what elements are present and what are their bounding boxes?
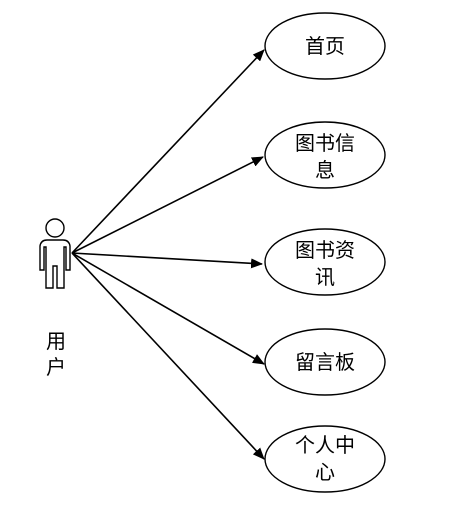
- actor-user-icon: [39, 218, 71, 289]
- use-case-home-label: 首页: [305, 34, 345, 58]
- association-arrow-message-board: [71, 252, 265, 365]
- use-case-personal-center-label-line1: 个人中: [295, 433, 355, 457]
- use-case-book-news-label-line2: 讯: [315, 265, 335, 289]
- use-case-personal-center: 个人中 心: [264, 425, 386, 493]
- use-case-book-news-label-line1: 图书资: [295, 238, 355, 262]
- association-arrow-home: [71, 49, 265, 254]
- actor-label-line1: 用: [46, 329, 66, 353]
- use-case-book-info: 图书信 息: [264, 121, 386, 189]
- actor-label-line2: 户: [46, 355, 66, 379]
- use-case-home: 首页: [264, 12, 386, 80]
- use-case-personal-center-label-line2: 心: [315, 460, 335, 484]
- association-arrow-book-news: [71, 252, 263, 269]
- use-case-message-board-label: 留言板: [295, 350, 355, 374]
- association-arrow-book-info: [71, 156, 264, 254]
- use-case-message-board: 留言板: [264, 328, 386, 396]
- use-case-book-info-label-line1: 图书信: [295, 131, 355, 155]
- use-case-book-news: 图书资 讯: [264, 228, 386, 296]
- association-arrow-personal-center: [71, 252, 265, 460]
- use-case-book-info-label-line2: 息: [315, 158, 335, 182]
